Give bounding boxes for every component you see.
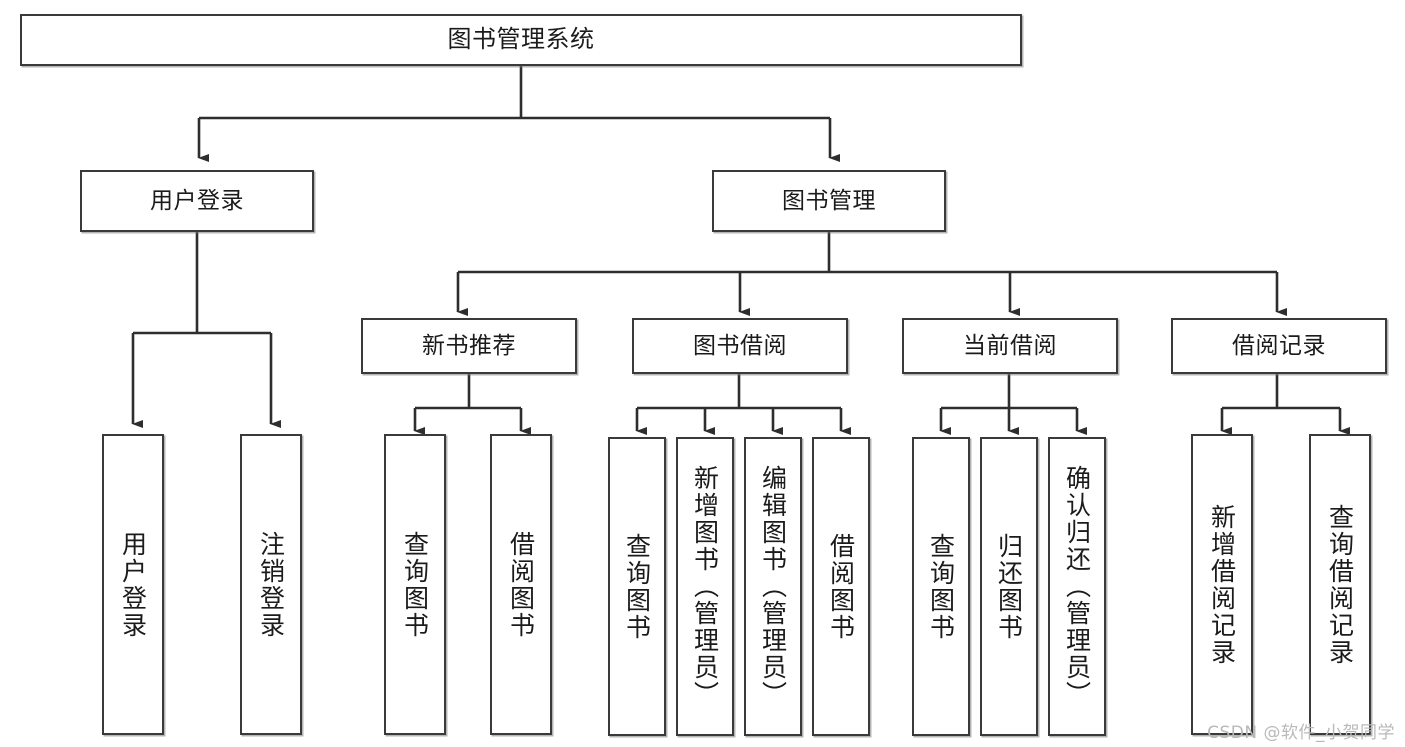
node-leaf-edit-book[interactable]: 编辑图书（管理员） xyxy=(744,437,802,736)
node-leaf-logout-login-label: 注销登录 xyxy=(256,530,286,639)
node-leaf-query-book-2[interactable]: 查询图书 xyxy=(608,437,666,736)
node-leaf-borrow-book-1-label: 借阅图书 xyxy=(506,530,536,639)
node-leaf-query-book-1[interactable]: 查询图书 xyxy=(384,434,446,735)
node-root-system[interactable]: 图书管理系统 xyxy=(20,14,1022,66)
node-leaf-borrow-book-1[interactable]: 借阅图书 xyxy=(490,434,552,735)
node-leaf-return-book[interactable]: 归还图书 xyxy=(980,437,1038,736)
node-leaf-user-login[interactable]: 用户登录 xyxy=(102,434,164,735)
node-leaf-query-book-3[interactable]: 查询图书 xyxy=(912,437,970,736)
node-leaf-user-login-label: 用户登录 xyxy=(118,530,148,639)
node-leaf-borrow-book-2[interactable]: 借阅图书 xyxy=(812,437,870,736)
csdn-watermark: CSDN @软件_小贺同学 xyxy=(1207,723,1395,743)
node-leaf-add-book[interactable]: 新增图书（管理员） xyxy=(676,437,734,736)
node-book-borrow-label: 图书借阅 xyxy=(693,332,787,359)
node-user-login-label: 用户登录 xyxy=(150,187,244,214)
node-leaf-query-book-2-label: 查询图书 xyxy=(622,532,652,641)
node-book-manage[interactable]: 图书管理 xyxy=(712,170,946,232)
node-root-system-label: 图书管理系统 xyxy=(447,25,595,54)
node-leaf-query-borrow-record-label: 查询借阅记录 xyxy=(1325,503,1355,666)
node-leaf-add-borrow-record-label: 新增借阅记录 xyxy=(1207,503,1237,666)
node-user-login[interactable]: 用户登录 xyxy=(80,170,314,232)
node-leaf-logout-login[interactable]: 注销登录 xyxy=(240,434,302,735)
node-current-borrow-label: 当前借阅 xyxy=(963,332,1057,359)
node-leaf-edit-book-label: 编辑图书（管理员） xyxy=(758,465,788,708)
node-leaf-query-book-3-label: 查询图书 xyxy=(926,532,956,641)
node-leaf-confirm-return[interactable]: 确认归还（管理员） xyxy=(1048,437,1106,736)
node-current-borrow[interactable]: 当前借阅 xyxy=(902,318,1118,374)
node-book-manage-label: 图书管理 xyxy=(782,187,876,214)
node-leaf-borrow-book-2-label: 借阅图书 xyxy=(826,532,856,641)
node-leaf-query-borrow-record[interactable]: 查询借阅记录 xyxy=(1309,434,1371,735)
node-leaf-add-book-label: 新增图书（管理员） xyxy=(690,465,720,708)
node-borrow-record-label: 借阅记录 xyxy=(1232,332,1326,359)
node-book-borrow[interactable]: 图书借阅 xyxy=(632,318,848,374)
node-leaf-add-borrow-record[interactable]: 新增借阅记录 xyxy=(1191,434,1253,735)
node-leaf-query-book-1-label: 查询图书 xyxy=(400,530,430,639)
node-borrow-record[interactable]: 借阅记录 xyxy=(1171,318,1387,374)
node-new-book-recommend[interactable]: 新书推荐 xyxy=(361,318,577,374)
node-new-book-recommend-label: 新书推荐 xyxy=(422,332,516,359)
node-leaf-confirm-return-label: 确认归还（管理员） xyxy=(1062,465,1092,708)
node-leaf-return-book-label: 归还图书 xyxy=(994,532,1024,641)
